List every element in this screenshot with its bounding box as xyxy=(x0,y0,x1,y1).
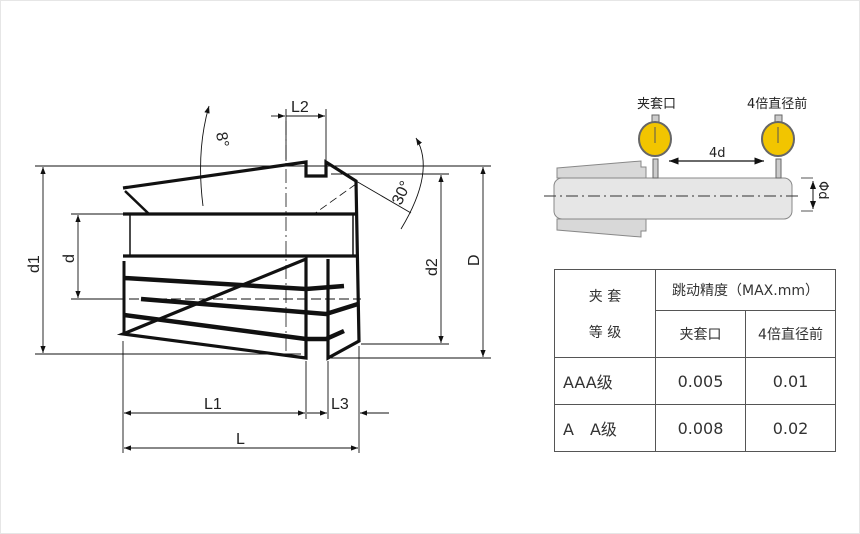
angle-30-label: 30° xyxy=(389,179,415,208)
collet-outline xyxy=(116,159,361,361)
table-row: A A级 0.008 0.02 xyxy=(554,404,836,452)
D-label: D xyxy=(466,254,483,266)
L3-label: L3 xyxy=(331,396,349,413)
diameter-label: Φd xyxy=(815,181,830,199)
L-label: L xyxy=(236,431,245,448)
grade-header: 夹 套 等 级 xyxy=(554,269,656,358)
grade-header-line2: 等 级 xyxy=(588,324,622,341)
L2-label: L2 xyxy=(291,99,309,116)
front-cell: 0.01 xyxy=(745,357,836,405)
gauge-4d-label: 4倍直径前 xyxy=(747,96,807,112)
gauge-mouth-label: 夹套口 xyxy=(637,96,676,112)
runout-accuracy-table: 夹 套 等 级 跳动精度（MAX.mm） 夹套口 4倍直径前 AAA级 0.00… xyxy=(554,269,836,452)
d1-label: d1 xyxy=(26,255,43,273)
angle-8-label: 8° xyxy=(212,131,231,149)
L1-label: L1 xyxy=(204,396,222,413)
grade-header-line1: 夹 套 xyxy=(588,288,622,305)
front-cell: 0.02 xyxy=(745,404,836,452)
d-label: d xyxy=(61,254,78,263)
grade-cell: A A级 xyxy=(554,404,656,452)
grade-cell: AAA级 xyxy=(554,357,656,405)
dial-gauge-mouth xyxy=(638,114,672,179)
runout-header: 跳动精度（MAX.mm） xyxy=(655,269,836,311)
mouth-cell: 0.008 xyxy=(655,404,746,452)
col-mouth-header: 夹套口 xyxy=(655,310,746,358)
test-bar xyxy=(553,177,793,220)
runout-diagram xyxy=(544,114,816,238)
table-row: AAA级 0.005 0.01 xyxy=(554,357,836,405)
col-4d-header: 4倍直径前 xyxy=(745,310,836,358)
d2-label: d2 xyxy=(424,258,441,276)
mouth-cell: 0.005 xyxy=(655,357,746,405)
dial-gauge-4d xyxy=(761,114,795,179)
distance-4d-label: 4d xyxy=(709,146,726,161)
